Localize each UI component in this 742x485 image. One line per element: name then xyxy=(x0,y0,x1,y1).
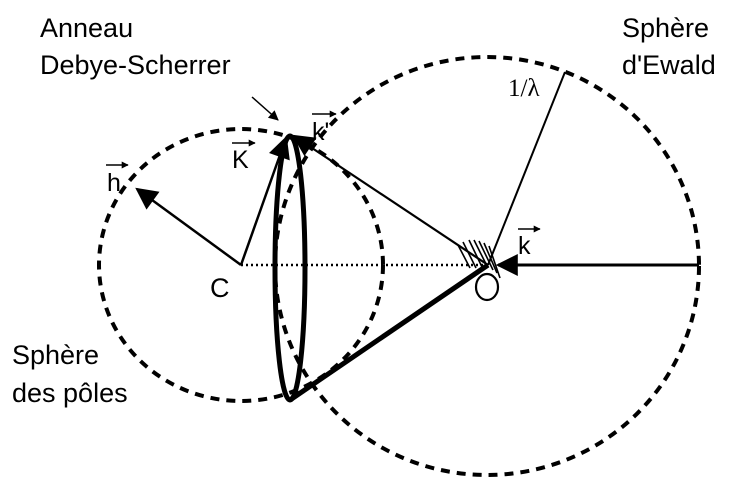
center-c-label: C xyxy=(210,273,230,303)
vector-K xyxy=(239,135,290,266)
origin-circle xyxy=(474,272,500,302)
ring-label-line2: Debye-Scherrer xyxy=(40,50,231,80)
radius-line-inv-lambda xyxy=(487,71,566,266)
ewald-label-line1: Sphère xyxy=(622,13,709,43)
crystal-sample-hatch xyxy=(457,239,501,279)
vector-k-prime xyxy=(292,134,489,266)
poles-label-line2: des pôles xyxy=(12,378,128,408)
vector-k-prime-label: k' xyxy=(312,118,329,146)
ewald-label-line2: d'Ewald xyxy=(622,50,716,80)
vector-K-label: K xyxy=(232,146,249,174)
cone-lower-edge xyxy=(288,262,490,403)
poles-label-line1: Sphère xyxy=(12,340,99,370)
ring-pointer-arrow xyxy=(251,96,279,121)
debye-scherrer-ring xyxy=(272,133,308,403)
vector-h-label: h xyxy=(107,169,121,197)
vector-k-label: k xyxy=(518,232,531,260)
inv-lambda-label: 1/λ xyxy=(508,75,540,102)
vector-h xyxy=(135,187,242,267)
ring-label-line1: Anneau xyxy=(40,13,133,43)
